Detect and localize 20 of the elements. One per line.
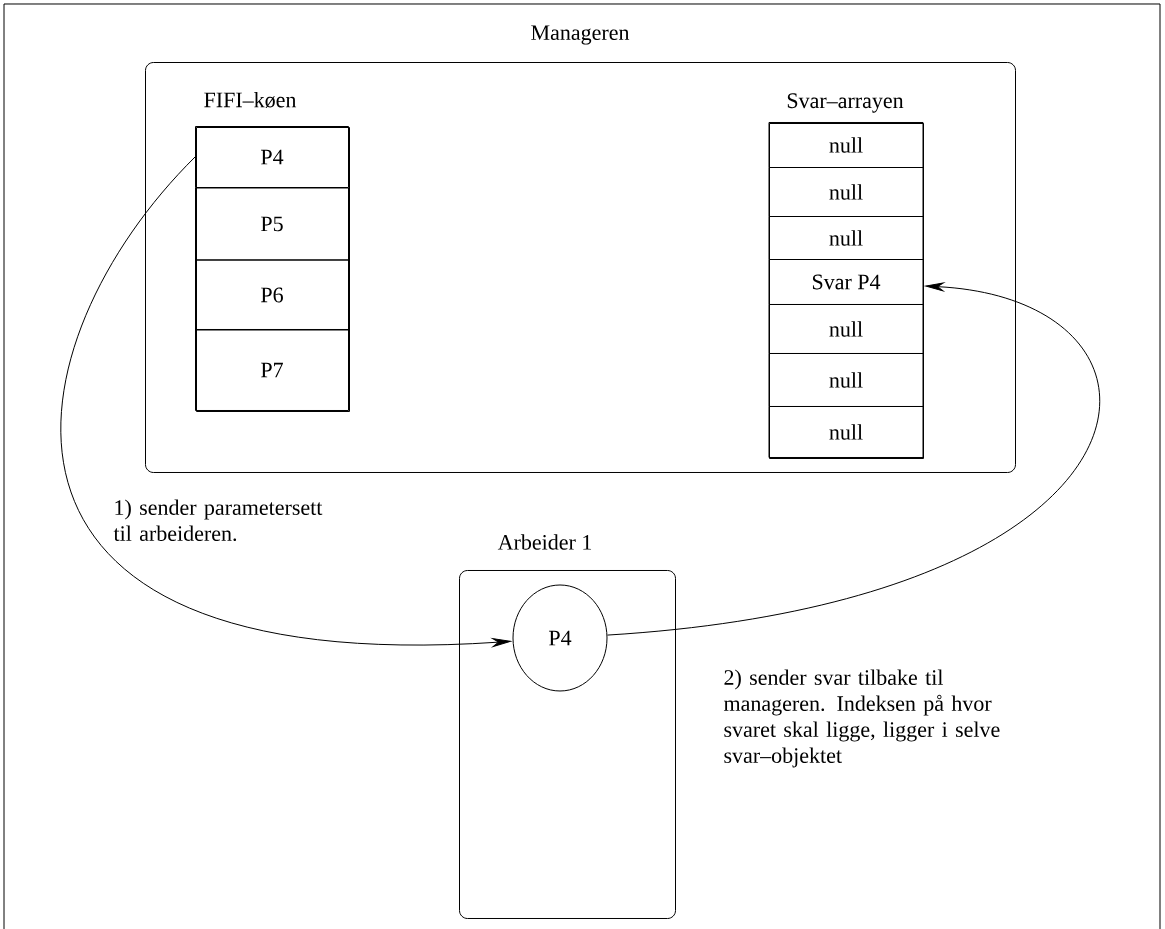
array-cell: Svar P4 bbox=[768, 259, 924, 305]
node-label: Arbeider 1 bbox=[497, 534, 592, 550]
array-cell: null bbox=[768, 167, 924, 217]
curved-arrow bbox=[606, 282, 1100, 636]
array-cell: null bbox=[768, 122, 924, 168]
circle-node: P4 bbox=[512, 584, 608, 692]
node-label: Svar–arrayen bbox=[787, 93, 904, 113]
array-cell: null bbox=[768, 353, 924, 407]
node-label: FIFI–køen bbox=[204, 91, 297, 109]
array-cell: null bbox=[768, 216, 924, 260]
array-cell: null bbox=[768, 406, 924, 458]
edge-label: 1) sender parametersett til arbeideren. bbox=[113, 499, 323, 542]
array-cell: null bbox=[768, 304, 924, 354]
curved-arrow bbox=[60, 156, 511, 647]
queue-cell: P7 bbox=[195, 329, 349, 411]
queue-cell: P6 bbox=[195, 259, 349, 331]
queue-cell: P4 bbox=[195, 126, 349, 188]
queue-cell: P5 bbox=[195, 187, 349, 261]
edge-label: 2) sender svar tilbake til manageren. Indeksen på hvor svaret skal ligge, ligger i selve svar–objektet bbox=[723, 669, 1000, 768]
node-label: Manageren bbox=[531, 25, 630, 45]
